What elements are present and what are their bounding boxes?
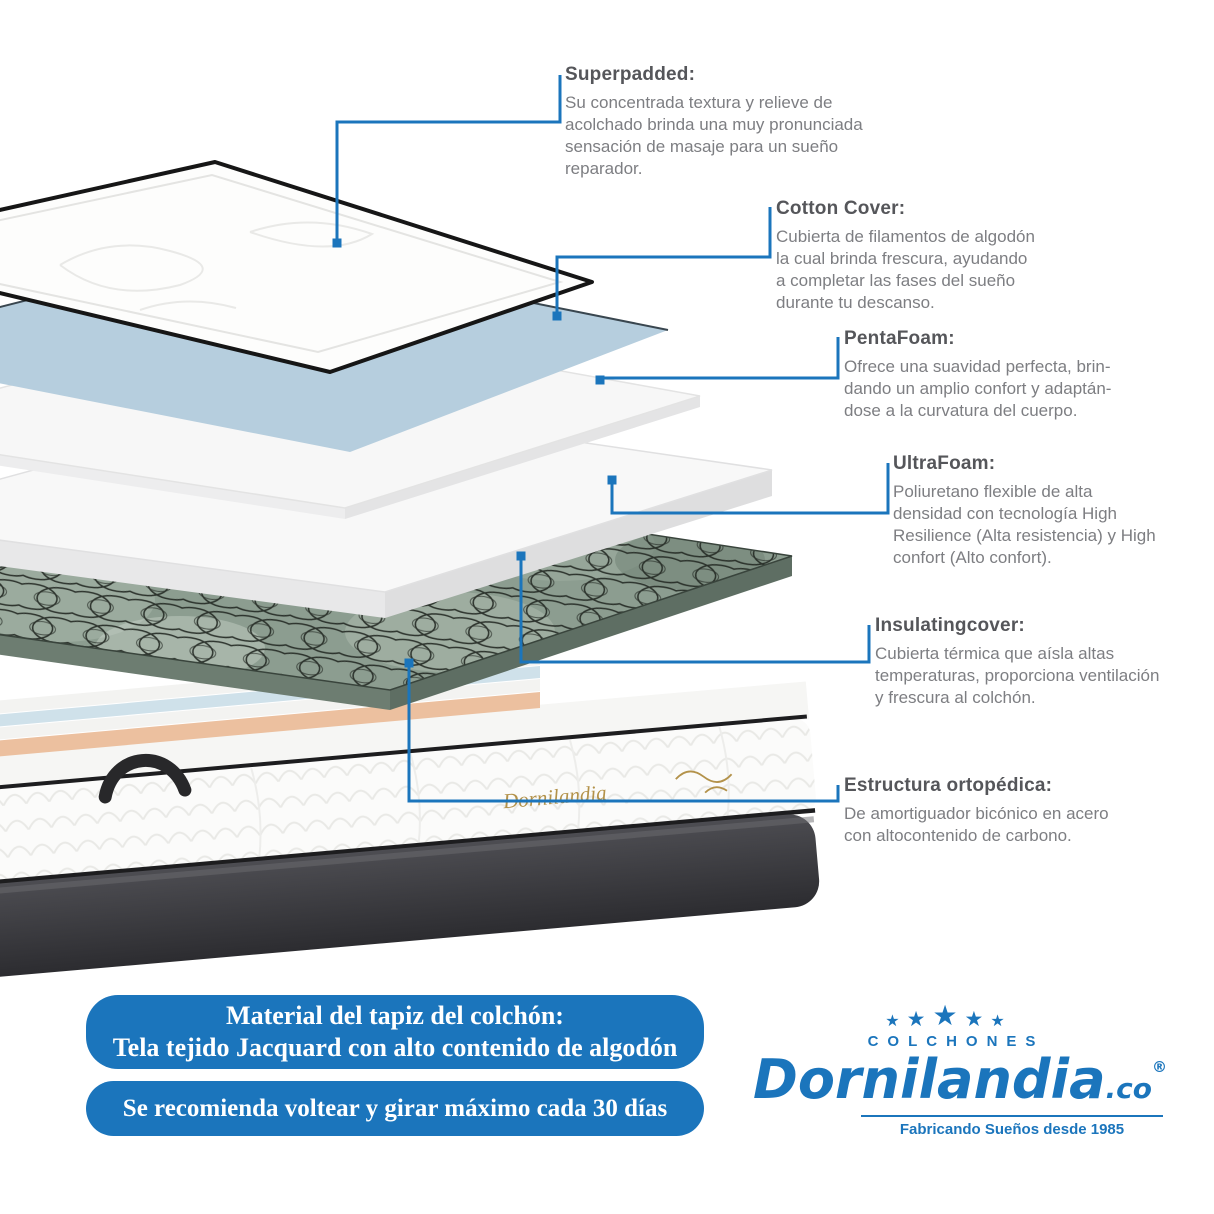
annotation-title: Cotton Cover: [776, 198, 906, 219]
mattress-base: Dornilandia [0, 681, 820, 980]
material-banner-line1: Material del tapiz del colchón: [226, 1000, 564, 1030]
ultrafoam-left-edge [0, 540, 385, 618]
rotation-recommendation-banner: Se recomienda voltear y girar máximo cad… [86, 1081, 704, 1136]
connector-pentafoam [600, 337, 840, 380]
connector-cotton-cover [555, 207, 772, 316]
mattress-piping-bottom [0, 808, 816, 890]
registered-trademark-icon: ® [1152, 1058, 1167, 1076]
brand-logo: ★ ★ ★ ★ ★ COLCHONES Dornilandia.co® Fabr… [745, 1000, 1175, 1138]
brand-tagline: Fabricando Sueños desde 1985 [899, 1120, 1125, 1138]
annotation-estructura-ortopedica: Estructura ortopédica: De amortiguador b… [844, 775, 1174, 847]
superpadded-inner-border [0, 173, 564, 354]
brand-divider [861, 1114, 1163, 1117]
mattress-piping-top [0, 714, 808, 796]
annotation-body: Su concentrada textura y relieve de acol… [565, 93, 863, 179]
spring-layer-left-edge [0, 634, 390, 710]
layer-marker-superpadded [332, 238, 342, 248]
brand-suffix: .co [1105, 1072, 1152, 1105]
mattress-seams [250, 726, 730, 859]
mattress-quilting [0, 718, 816, 888]
layer-marker-insulatingcover [516, 551, 526, 561]
layer-marker-cotton-cover [552, 311, 562, 321]
annotation-body: Cubierta térmica que aísla altas tempera… [875, 644, 1160, 708]
layer-marker-ultrafoam [607, 475, 617, 485]
superpadded-face [0, 160, 594, 374]
spring-layer-front-edge [390, 556, 792, 710]
layer-superpadded [0, 160, 594, 374]
annotation-ultrafoam: UltraFoam: Poliuretano flexible de alta … [893, 453, 1203, 569]
star-icon: ★ [990, 1013, 1005, 1030]
connector-insulatingcover [519, 556, 871, 664]
connectors [335, 75, 890, 803]
material-banner-line2: Tela tejido Jacquard con alto contenido … [112, 1033, 678, 1062]
mattress-handle [98, 753, 192, 804]
brand-name: Dornilandia.co® [745, 1051, 1175, 1109]
annotation-pentafoam: PentaFoam: Ofrece una suavidad perfecta,… [844, 328, 1154, 422]
ultrafoam-front-edge [385, 470, 772, 618]
brand-name-text: Dornilandia [753, 1048, 1106, 1111]
annotation-title: PentaFoam: [844, 328, 955, 349]
stars-row: ★ ★ ★ ★ ★ [730, 1000, 1160, 1031]
pentafoam-left-edge [0, 454, 345, 519]
star-icon: ★ [932, 1000, 958, 1031]
mattress-base-sheen [0, 816, 815, 899]
star-icon: ★ [906, 1008, 926, 1031]
brand-colchones-label: COLCHONES [867, 1033, 1045, 1050]
layer-marker-estructura [404, 658, 414, 668]
annotation-insulatingcover: Insulatingcover: Cubierta térmica que aí… [875, 615, 1214, 709]
annotation-superpadded: Superpadded: Su concentrada textura y re… [565, 64, 905, 180]
annotation-cotton-cover: Cotton Cover: Cubierta de filamentos de … [776, 198, 1086, 314]
layer-marker-pentafoam [595, 375, 605, 385]
annotation-title: Superpadded: [565, 64, 696, 85]
star-icon: ★ [964, 1008, 984, 1031]
connector-superpadded [335, 75, 562, 243]
annotation-body: Cubierta de filamentos de algodón la cua… [776, 227, 1035, 313]
mattress-dark-base [0, 814, 820, 980]
star-icon: ★ [885, 1013, 900, 1030]
annotation-title: UltraFoam: [893, 453, 996, 474]
connector-ultrafoam [610, 463, 890, 515]
annotation-body: Ofrece una suavidad perfecta, brin- dand… [844, 357, 1112, 421]
superpadded-quilt-swirls [59, 221, 375, 311]
annotation-title: Estructura ortopédica: [844, 775, 1053, 796]
layer-strip-peach [0, 692, 540, 757]
pentafoam-front-edge [345, 396, 700, 519]
mattress-signature-flourish [675, 770, 733, 794]
annotation-title: Insulatingcover: [875, 615, 1025, 636]
mattress-top-face [0, 681, 810, 797]
annotation-body: Poliuretano flexible de alta densidad co… [893, 482, 1156, 568]
connector-markers [332, 238, 617, 668]
material-banner: Material del tapiz del colchón: Tela tej… [86, 995, 704, 1069]
rotation-banner-text: Se recomienda voltear y girar máximo cad… [122, 1094, 668, 1122]
annotation-body: De amortiguador bicónico en acero con al… [844, 804, 1109, 846]
connector-estructura [407, 663, 840, 803]
